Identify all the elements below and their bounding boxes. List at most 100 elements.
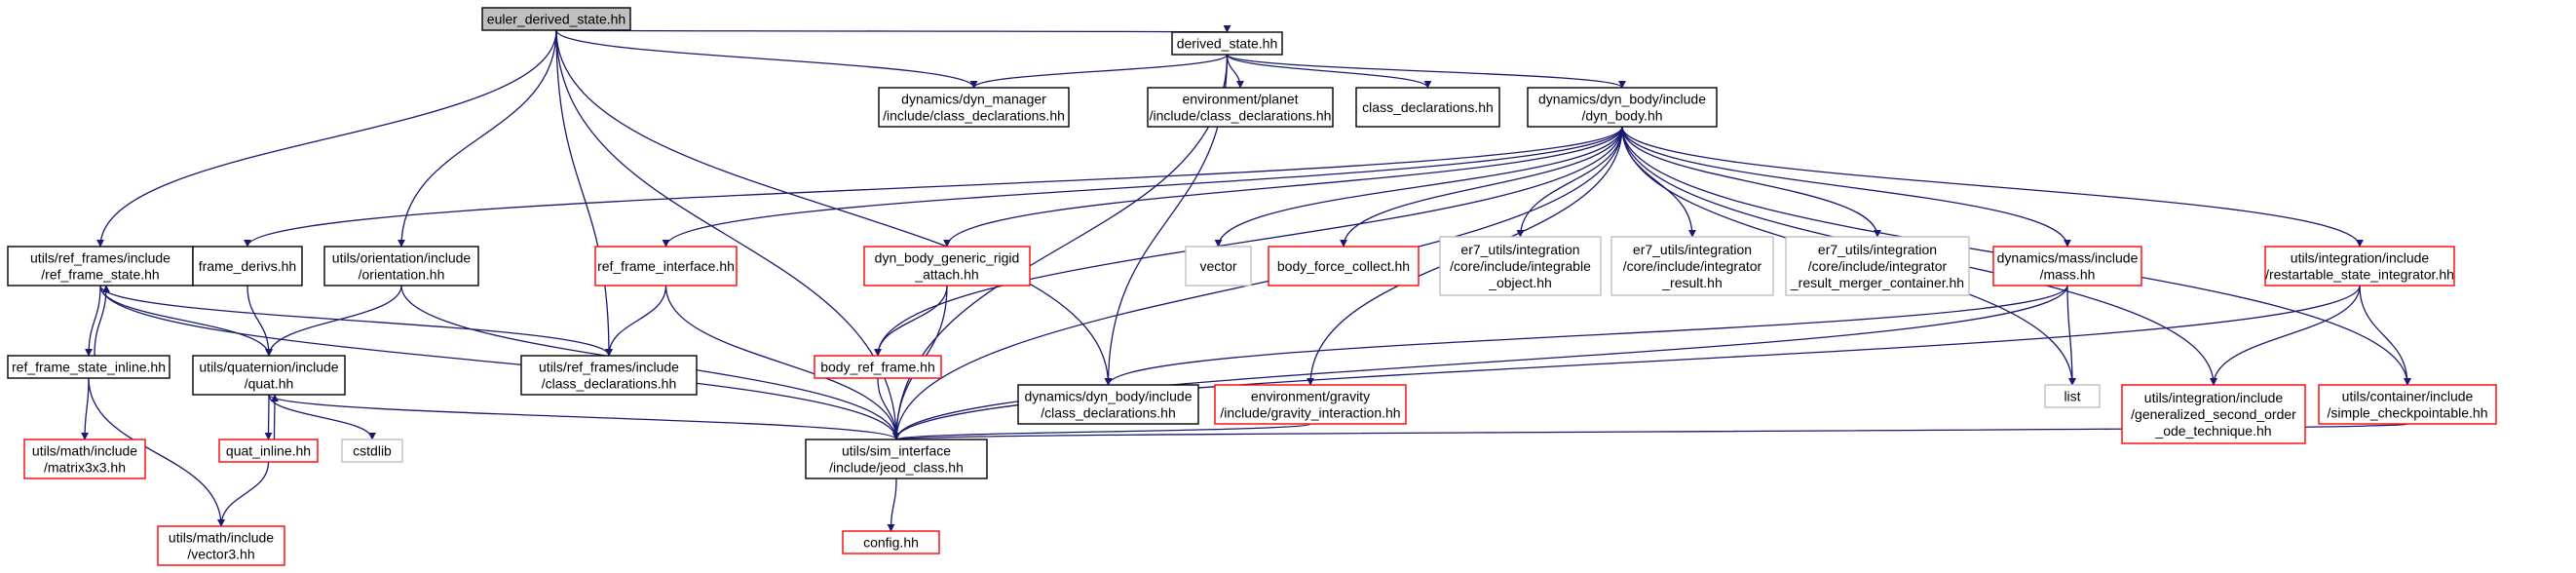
edge-dyn_body-to-jeod_class xyxy=(892,126,1623,440)
node-label-line: /simple_checkpointable.hh xyxy=(2328,405,2488,421)
node-integrator-result-merger[interactable]: er7_utils/integration/core/include/integ… xyxy=(1785,236,1970,296)
node-body-ref-frame[interactable]: body_ref_frame.hh xyxy=(814,355,942,379)
edge-ref_frame_interface-to-ref_frames_class_decl xyxy=(605,285,667,357)
node-label-line: list xyxy=(2064,389,2080,404)
edge-dyn_body-to-vector xyxy=(1214,126,1623,248)
node-cstdlib[interactable]: cstdlib xyxy=(341,439,403,463)
node-label-line: er7_utils/integration xyxy=(1633,242,1752,257)
edge-ref_frame_state-to-ref_frame_state_inline xyxy=(85,285,101,357)
node-list[interactable]: list xyxy=(2044,384,2101,408)
node-dyn-body-class-decl[interactable]: dynamics/dyn_body/include/class_declarat… xyxy=(1017,384,1199,425)
edge-derived_state-to-dyn_body xyxy=(1226,54,1626,89)
node-ref-frame-state-inline[interactable]: ref_frame_state_inline.hh xyxy=(7,355,170,379)
node-integrator-result[interactable]: er7_utils/integration/core/include/integ… xyxy=(1610,236,1774,296)
node-box xyxy=(814,355,942,379)
node-label-line: dynamics/mass/include xyxy=(1997,250,2139,266)
node-label-line: _result.hh xyxy=(1661,275,1722,290)
node-label-line: _result_merger_container.hh xyxy=(1790,275,1964,290)
node-orientation[interactable]: utils/orientation/include/orientation.hh xyxy=(323,246,479,286)
edge-dyn_body-to-integrator_result_merger xyxy=(1621,126,1881,238)
edge-ref_frame_interface-to-jeod_class xyxy=(664,285,900,440)
node-label-line: /core/include/integrator xyxy=(1623,258,1762,274)
node-jeod-class[interactable]: utils/sim_interface/include/jeod_class.h… xyxy=(805,439,988,479)
node-label-line: /core/include/integrable xyxy=(1450,258,1591,274)
node-box xyxy=(2318,384,2497,425)
node-dyn-body[interactable]: dynamics/dyn_body/include/dyn_body.hh xyxy=(1527,87,1718,128)
node-label-line: ref_frame_state_inline.hh xyxy=(12,360,166,375)
edge-ref_frame_state_inline-to-ref_frame_state xyxy=(94,285,110,357)
node-label-line: body_ref_frame.hh xyxy=(820,360,935,375)
node-box xyxy=(23,439,146,479)
node-mass[interactable]: dynamics/mass/include/mass.hh xyxy=(1992,246,2142,286)
node-label-line: /core/include/integrator xyxy=(1808,258,1948,274)
node-label-line: /restartable_state_integrator.hh xyxy=(2265,267,2454,283)
node-dyn-body-generic-rigid-attach[interactable]: dyn_body_generic_rigid_attach.hh xyxy=(863,246,1031,286)
node-matrix3x3[interactable]: utils/math/include/matrix3x3.hh xyxy=(23,439,146,479)
node-quat[interactable]: utils/quaternion/include/quat.hh xyxy=(192,355,346,396)
node-box xyxy=(805,439,988,479)
node-box xyxy=(341,439,403,463)
node-label-line: /dyn_body.hh xyxy=(1581,108,1662,124)
edge-dyn_body-to-ref_frame_interface xyxy=(662,126,1623,248)
node-generalized-second-order[interactable]: utils/integration/include/generalized_se… xyxy=(2121,384,2306,444)
node-label-line: /include/class_declarations.hh xyxy=(1150,108,1332,124)
edge-ref_frame_state-to-jeod_class xyxy=(99,285,900,440)
edge-orientation-to-quat xyxy=(265,285,402,357)
node-quat-inline[interactable]: quat_inline.hh xyxy=(218,439,319,463)
node-box xyxy=(1610,236,1774,296)
node-restartable-state-integrator[interactable]: utils/integration/include/restartable_st… xyxy=(2264,246,2455,286)
node-ref-frames-class-decl[interactable]: utils/ref_frames/include/class_declarati… xyxy=(520,355,698,396)
node-integrable-object[interactable]: er7_utils/integration/core/include/integ… xyxy=(1439,236,1602,296)
node-label-line: er7_utils/integration xyxy=(1818,242,1937,257)
node-label-line: class_declarations.hh xyxy=(1362,99,1494,115)
node-label-line: dyn_body_generic_rigid xyxy=(875,250,1020,266)
node-class-declarations[interactable]: class_declarations.hh xyxy=(1355,87,1500,128)
node-label-line: utils/ref_frames/include xyxy=(30,250,170,266)
edge-quat-to-quat_inline xyxy=(264,394,273,440)
node-body-force-collect[interactable]: body_force_collect.hh xyxy=(1268,246,1420,286)
edge-ref_frame_state-to-quat xyxy=(99,285,273,357)
node-label-line: derived_state.hh xyxy=(1177,36,1278,52)
node-ref-frame-state[interactable]: utils/ref_frames/include/ref_frame_state… xyxy=(7,246,194,286)
node-simple-checkpointable[interactable]: utils/container/include/simple_checkpoin… xyxy=(2318,384,2497,425)
node-dyn-manager-class-decl[interactable]: dynamics/dyn_manager/include/class_decla… xyxy=(878,87,1070,128)
node-box xyxy=(157,525,285,566)
node-frame-derivs[interactable]: frame_derivs.hh xyxy=(192,246,303,286)
edge-mass-to-list xyxy=(2066,285,2076,386)
edge-dyn_body-to-frame_derivs xyxy=(244,126,1623,248)
node-label-line: environment/planet xyxy=(1182,92,1298,107)
node-label-line: /include/class_declarations.hh xyxy=(883,108,1065,124)
node-vector3[interactable]: utils/math/include/vector3.hh xyxy=(157,525,285,566)
node-box xyxy=(520,355,698,396)
node-label-line: /class_declarations.hh xyxy=(1041,405,1176,421)
node-box xyxy=(7,246,194,286)
node-vector[interactable]: vector xyxy=(1185,246,1252,286)
edge-dyn_body-to-integrable_object xyxy=(1516,126,1623,238)
node-box xyxy=(323,246,479,286)
node-label-line: cstdlib xyxy=(353,443,392,459)
edge-ref_frame_state-to-ref_frames_class_decl xyxy=(99,285,613,357)
node-gravity-interaction[interactable]: environment/gravity/include/gravity_inte… xyxy=(1214,384,1407,425)
node-label-line: utils/integration/include xyxy=(2291,250,2430,266)
node-box xyxy=(218,439,319,463)
node-label-line: /generalized_second_order xyxy=(2131,406,2296,422)
node-label-line: environment/gravity xyxy=(1251,389,1370,404)
node-planet-class-decl[interactable]: environment/planet/include/class_declara… xyxy=(1147,87,1334,128)
node-box xyxy=(192,355,346,396)
node-label-line: /class_declarations.hh xyxy=(542,376,677,392)
edge-euler_derived_state-to-orientation xyxy=(398,29,557,248)
node-euler-derived-state[interactable]: euler_derived_state.hh xyxy=(481,7,631,31)
edge-euler_derived_state-to-ref_frames_class_decl xyxy=(555,29,613,357)
edge-jeod_class-to-config xyxy=(887,478,897,532)
node-label-line: /include/gravity_interaction.hh xyxy=(1220,405,1400,421)
edge-body_ref_frame-to-jeod_class xyxy=(877,377,900,440)
edge-simple_checkpointable-to-jeod_class xyxy=(893,423,2408,440)
edge-ref_frame_state_inline-to-matrix3x3 xyxy=(81,377,90,440)
edge-dyn_body-to-body_force_collect xyxy=(1340,126,1623,248)
edge-euler_derived_state-to-derived_state xyxy=(555,23,1229,33)
node-ref-frame-interface[interactable]: ref_frame_interface.hh xyxy=(594,246,738,286)
node-config[interactable]: config.hh xyxy=(842,530,940,554)
node-label-line: euler_derived_state.hh xyxy=(487,12,625,27)
node-derived-state[interactable]: derived_state.hh xyxy=(1171,31,1283,56)
node-label-line: _ode_technique.hh xyxy=(2154,423,2271,439)
